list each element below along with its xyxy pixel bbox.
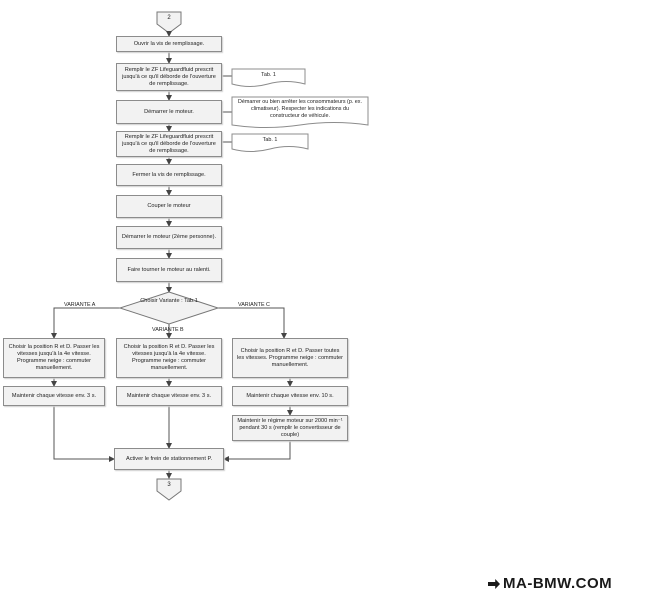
step-stop-engine: Couper le moteur [116, 195, 222, 218]
watermark-logo: MA-BMW.COM [488, 575, 612, 592]
step-start-engine: Démarrer le moteur. [116, 100, 222, 124]
note-tab1-b: Tab. 1 [262, 137, 278, 144]
variant-c-hold-rpm: Maintenir le régime moteur sur 2000 min⁻… [232, 415, 348, 441]
start-connector-label: 2 [167, 15, 171, 21]
step-close-fill-screw: Fermer la vis de remplissage. [116, 164, 222, 186]
variant-a-select-positions: Choisir la position R et D. Passer les v… [3, 338, 105, 378]
decision-text: Choisir Variante : Tab.1 [140, 298, 198, 304]
note-tab1-a: Tab. 1 [261, 72, 276, 79]
step-fill-fluid-2: Remplir le ZF Lifeguardfluid prescrit ju… [116, 131, 222, 157]
variant-b-hold-gear: Maintenir chaque vitesse env. 3 s. [116, 386, 222, 406]
watermark-text: MA-BMW.COM [503, 575, 613, 592]
step-activate-park-brake: Activer le frein de stationnement P. [114, 448, 224, 470]
variant-a-hold-gear: Maintenir chaque vitesse env. 3 s. [3, 386, 105, 406]
watermark-icon [488, 579, 500, 589]
end-connector-shape [156, 478, 182, 501]
branch-label-b: VARIANTE B [152, 327, 184, 333]
end-connector-label: 3 [167, 482, 171, 488]
note-consumers-shape [231, 96, 369, 128]
branch-label-c: VARIANTE C [238, 302, 270, 308]
step-fill-fluid-1: Remplir le ZF Lifeguardfluid prescrit ju… [116, 63, 222, 91]
note-tab1-a-shape [231, 68, 306, 87]
variant-c-hold-gear: Maintenir chaque vitesse env. 10 s. [232, 386, 348, 406]
decision-diamond [118, 291, 220, 325]
step-engine-idle: Faire tourner le moteur au ralenti. [116, 258, 222, 282]
note-consumers: Démarrer ou bien arrêter les consommateu… [237, 99, 363, 119]
step-open-fill-screw: Ouvrir la vis de remplissage. [116, 36, 222, 52]
variant-b-select-positions: Choisir la position R et D. Passer les v… [116, 338, 222, 378]
variant-c-select-positions: Choisir la position R et D. Passer toute… [232, 338, 348, 378]
branch-label-a: VARIANTE A [64, 302, 96, 308]
start-connector-shape [156, 11, 182, 34]
step-start-engine-second-person: Démarrer le moteur (2ème personne). [116, 226, 222, 249]
note-tab1-b-shape [231, 133, 309, 152]
